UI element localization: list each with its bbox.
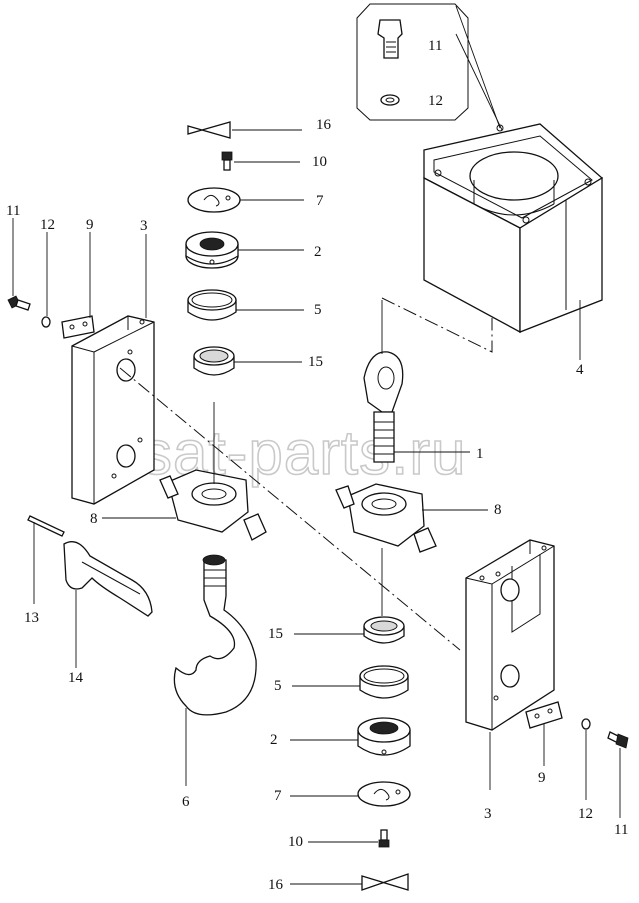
label-15-top: 15 [308,354,323,370]
label-7-bottom: 7 [274,788,282,804]
label-10-bottom: 10 [288,834,303,850]
inset-bolt [377,19,403,59]
part-6-hook [173,554,257,716]
part-1-eye-bolt [363,351,404,463]
part-7-top-plate [187,187,241,213]
part-8-right-trunnion [335,483,437,553]
inset-detail [356,3,503,131]
part-15-top-seal [193,346,235,376]
part-9-left-plate [61,315,95,339]
label-11-inset: 11 [428,38,442,54]
label-7-top: 7 [316,193,324,209]
part-12-left-washer [41,316,51,328]
label-12-right: 12 [578,806,593,822]
label-9-right: 9 [538,770,546,786]
label-13: 13 [24,610,39,626]
part-11-right-bolt [607,731,629,749]
label-2-top: 2 [314,244,322,260]
label-6: 6 [182,794,190,810]
label-16-top: 16 [316,117,332,133]
part-5-top-ring [187,289,237,321]
label-1: 1 [476,446,484,462]
part-13-pin [27,515,65,537]
part-16-top-tag [187,121,231,139]
part-2-bottom-bearing-cap [357,717,411,756]
part-3-right-side-plate [465,539,555,731]
part-16-bottom-tag [361,873,409,891]
part-14-latch [63,541,153,617]
label-11-right: 11 [614,822,628,838]
part-15-bottom-seal [363,616,405,644]
label-3-left: 3 [140,218,148,234]
label-8-left: 8 [90,511,98,527]
part-3-left-side-plate [71,315,155,505]
label-8-right: 8 [494,502,502,518]
label-3-right: 3 [484,806,492,822]
label-2-bottom: 2 [270,732,278,748]
inset-washer [380,94,400,106]
label-4: 4 [576,362,584,378]
part-9-right-plate [525,701,563,729]
part-2-top-bearing-cap [185,231,239,269]
label-9-left: 9 [86,217,94,233]
part-10-bottom-screw [378,829,390,848]
label-12-inset: 12 [428,93,443,109]
label-10-top: 10 [312,154,327,170]
label-5-bottom: 5 [274,678,282,694]
part-11-left-bolt [7,295,31,311]
label-15-bottom: 15 [268,626,283,642]
part-5-bottom-ring [359,665,409,699]
part-8-left-trunnion [159,469,267,541]
part-12-right-washer [581,718,591,730]
part-7-bottom-plate [357,781,411,807]
label-11-left: 11 [6,203,20,219]
label-14: 14 [68,670,84,686]
label-12-left: 12 [40,217,55,233]
part-10-top-screw [221,151,233,171]
part-4-housing [423,123,604,334]
label-16-bottom: 16 [268,877,284,893]
label-5-top: 5 [314,302,322,318]
